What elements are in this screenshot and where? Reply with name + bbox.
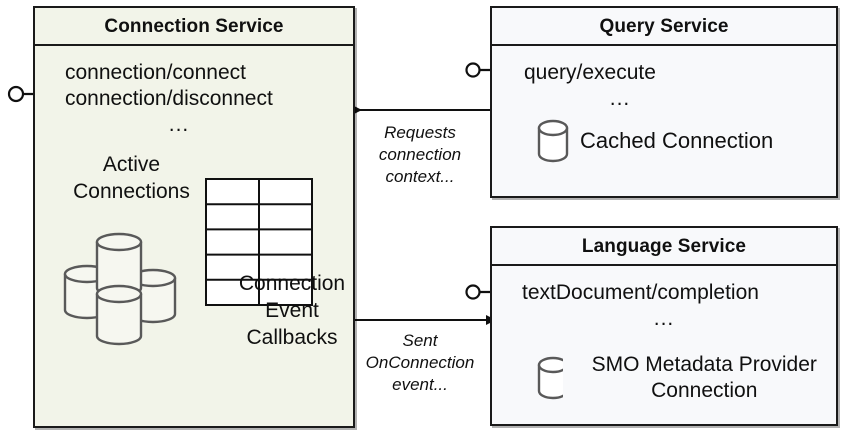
smo-metadata-provider-artifact: SMO Metadata Provider Connection — [536, 352, 836, 404]
language-service-api-list: textDocument/completion ... — [492, 280, 836, 332]
table-grid-icon — [205, 178, 313, 306]
api-connection-disconnect: connection/disconnect — [65, 87, 273, 110]
api-connection-connect: connection/connect — [65, 61, 246, 84]
api-textdocument-completion: textDocument/completion — [522, 281, 759, 304]
connection-service-title: Connection Service — [35, 8, 353, 46]
connection-service-api-list: connection/connect connection/disconnect… — [35, 60, 353, 138]
connection-service-box[interactable]: Connection Service connection/connect co… — [33, 6, 355, 428]
query-service-body: query/execute ... Cached Connection — [492, 46, 836, 196]
connection-event-callbacks-label: Connection Event Callbacks — [238, 272, 346, 349]
database-cluster-icon — [63, 232, 177, 346]
api-ellipsis: ... — [168, 113, 190, 136]
api-ellipsis: ... — [653, 307, 675, 330]
smo-metadata-provider-label: SMO Metadata Provider Connection — [591, 353, 817, 402]
language-service-body: textDocument/completion ... SMO Metadata… — [492, 266, 836, 424]
cached-connection-label: Cached Connection — [580, 128, 774, 153]
query-service-box[interactable]: Query Service query/execute ... Cached C… — [490, 6, 838, 198]
api-query-execute: query/execute — [524, 61, 656, 84]
active-connections-label: Active Connections — [73, 153, 190, 203]
query-service-api-list: query/execute ... — [492, 60, 836, 112]
database-cylinder-icon — [537, 119, 569, 163]
query-service-title: Query Service — [492, 8, 836, 46]
lollipop-interface-icon-language — [465, 284, 522, 300]
edge-label-sent-onconnection-event: Sent OnConnection event... — [365, 331, 475, 394]
api-ellipsis: ... — [609, 87, 631, 110]
database-cylinder-icon — [537, 356, 563, 400]
cached-connection-artifact: Cached Connection — [536, 118, 773, 164]
edge-label-requests-connection-context: Requests connection context... — [378, 123, 462, 186]
language-service-box[interactable]: Language Service textDocument/completion… — [490, 226, 838, 426]
language-service-title: Language Service — [492, 228, 836, 266]
connection-service-body: connection/connect connection/disconnect… — [35, 46, 353, 426]
